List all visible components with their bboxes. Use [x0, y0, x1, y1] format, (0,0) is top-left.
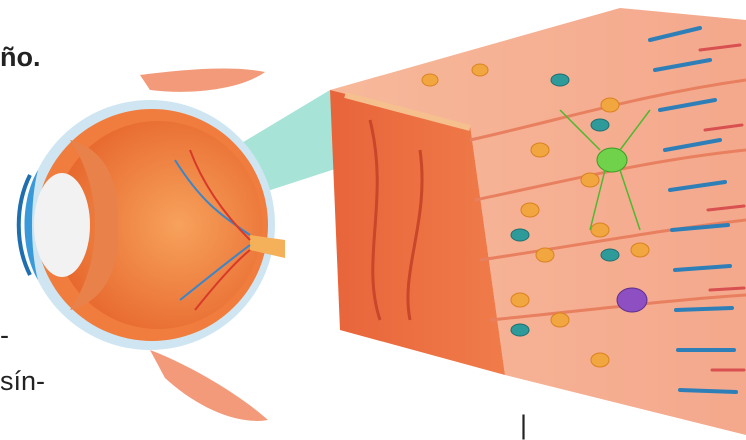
eye-cross-section-illustration: [19, 69, 285, 421]
text-fragment-mid: -: [0, 322, 9, 349]
retina-layers-illustration: [330, 8, 746, 435]
text-fragment-top: ño.: [0, 44, 41, 71]
text-fragment-lower: sín-: [0, 368, 45, 395]
